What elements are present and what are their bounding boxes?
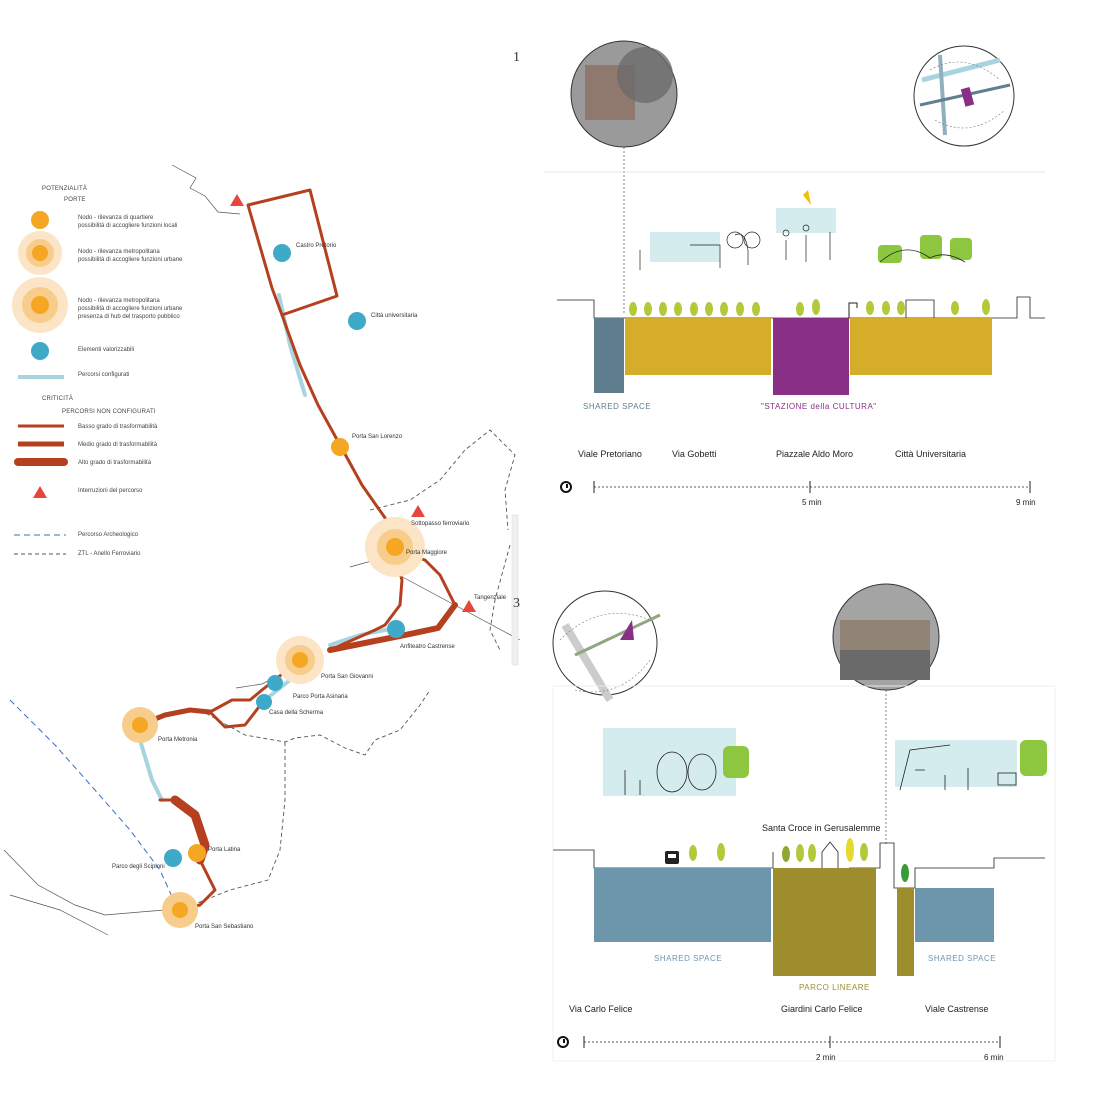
s1-place-aldo-moro: Piazzale Aldo Moro (776, 449, 854, 459)
legend-high: Alto grado di trasformabilità (78, 460, 152, 466)
legend-title-potential: POTENZIALITÀ (42, 186, 88, 192)
legend-title-critical: CRITICITÀ (42, 396, 74, 402)
s2-title: Santa Croce in Gerusalemme (762, 823, 881, 833)
s2-zone-shared-space-1: SHARED SPACE (654, 954, 723, 963)
legend-node-local: Nodo - rilevanza di quartiere possibilit… (78, 215, 178, 229)
s2-place-castrense: Viale Castrense (925, 1004, 989, 1014)
legend-configured: Percorsi configurati (78, 372, 130, 378)
archaeological-path (9, 699, 179, 911)
legend-node-metro: Nodo - rilevanza metropolitana possibili… (78, 249, 183, 263)
legend-node-hub: Nodo - rilevanza metropolitana possibili… (78, 298, 183, 320)
label-tangenziale: Tangenziale (474, 595, 507, 601)
legend-ztl: ZTL - Anello Ferroviario (78, 551, 141, 557)
s2-zone-parco-lineare: PARCO LINEARE (799, 983, 870, 992)
legend-subtitle-gates: PORTE (64, 197, 86, 203)
label-parco-asinaria: Parco Porta Asinaria (293, 694, 348, 700)
s2-place-carlo-felice: Via Carlo Felice (569, 1004, 633, 1014)
clock-icon (557, 1036, 569, 1048)
s1-time-5: 5 min (802, 498, 822, 507)
interruption-markers (230, 194, 476, 612)
ztl-ferrovia-line (179, 429, 516, 911)
label-porta-metronia: Porta Metronia (158, 737, 198, 743)
map-nodes (122, 244, 425, 928)
legend-medium: Medio grado di trasformabilità (78, 442, 158, 448)
legend-interruptions: Interruzioni del percorso (78, 488, 143, 494)
label-anfiteatro: Anfiteatro Castrense (400, 644, 455, 650)
s2-time-2: 2 min (816, 1053, 836, 1062)
legend-symbols (12, 211, 68, 555)
label-porta-san-lorenzo: Porta San Lorenzo (352, 434, 403, 440)
label-castro-pretorio: Castro Pretorio (296, 243, 337, 249)
label-porta-san-giovanni: Porta San Giovanni (321, 674, 374, 680)
clock-icon (560, 481, 572, 493)
section-2 (552, 583, 1056, 1062)
label-citta-universitaria: Città universitaria (371, 313, 418, 319)
section-1-trees (629, 299, 990, 316)
s1-place-citta-universitaria: Città Universitaria (895, 449, 967, 459)
section-number-1: 1 (513, 50, 520, 65)
legend-archaeological: Percorso Archeologico (78, 532, 139, 538)
s1-place-via-gobetti: Via Gobetti (672, 449, 717, 459)
tram-icon (665, 851, 679, 864)
s1-zone-area-pedonale-2: AREA PEDONALE (885, 380, 959, 389)
s1-time-9: 9 min (1016, 498, 1036, 507)
s1-zone-stazione-cultura: "STAZIONE della CULTURA" (761, 402, 877, 411)
s2-zone-shared-space-2: SHARED SPACE (928, 954, 997, 963)
s1-zone-shared-space: SHARED SPACE (583, 402, 652, 411)
s2-time-6: 6 min (984, 1053, 1004, 1062)
label-porta-san-sebastiano: Porta San Sebastiano (195, 924, 254, 930)
s2-place-giardini: Giardini Carlo Felice (781, 1004, 863, 1014)
section-1 (544, 40, 1045, 493)
legend-low: Basso grado di trasformabilità (78, 424, 158, 430)
s1-place-viale-pretoriano: Viale Pretoriano (578, 449, 642, 459)
label-parco-scipioni: Parco degli Scipioni (112, 864, 165, 870)
label-porta-maggiore: Porta Maggiore (406, 550, 448, 556)
section-2-trees (689, 838, 909, 882)
configured-paths (138, 293, 397, 802)
section-number-3: 3 (513, 596, 520, 611)
sketch-trees-1 (878, 235, 972, 263)
label-casa-scherma: Casa della Scherma (269, 710, 324, 716)
legend-valorizable: Elementi valorizzabili (78, 347, 135, 353)
label-sottopasso: Sottopasso ferroviario (411, 521, 470, 527)
s1-zone-area-pedonale-1: AREA PEDONALE (666, 380, 740, 389)
legend-subtitle-unconfigured: PERCORSI NON CONFIGURATI (62, 409, 156, 415)
label-porta-latina: Porta Latina (208, 847, 241, 853)
tangenziale-strip (511, 514, 519, 666)
